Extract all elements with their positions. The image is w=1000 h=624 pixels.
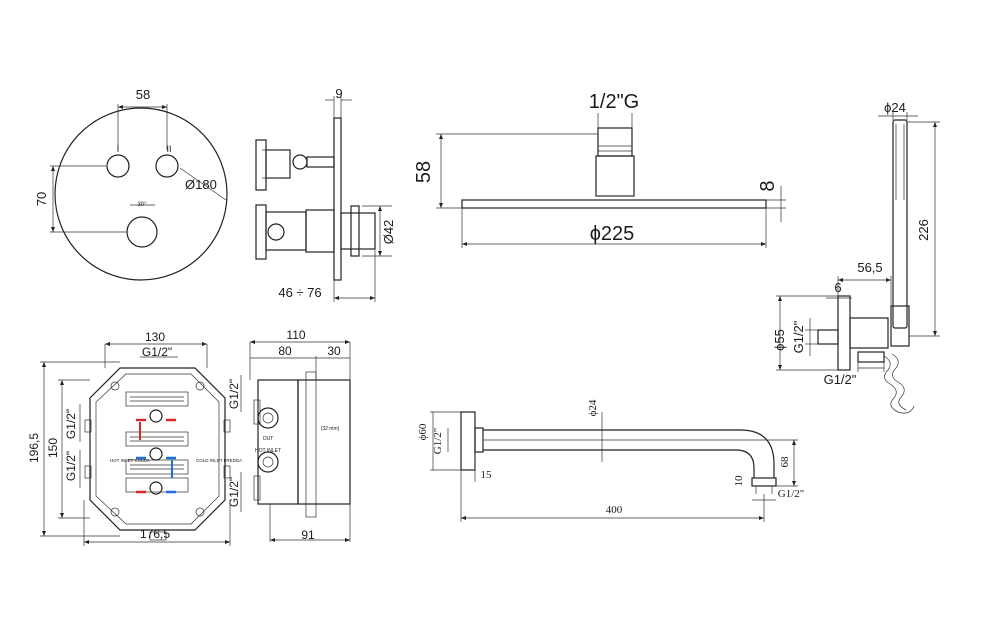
dim-10: 10 [733, 475, 745, 487]
dim-56-5: 56,5 [857, 260, 882, 275]
cold-inlet-label: COLD INLET FREDDA [196, 458, 242, 463]
out-label: OUT [263, 436, 274, 442]
box-front-view: HOT INLET CALDA COLD INLET FREDDA 130 G1… [27, 330, 242, 546]
valve-side-view: 9 Ø42 46 ÷ 76 [255, 86, 396, 302]
dim-15: 15 [481, 469, 493, 481]
dim-180: Ø180 [185, 177, 217, 192]
dim-91: 91 [301, 528, 315, 542]
dim-130: 130 [145, 330, 165, 344]
mark-ii: II [166, 144, 171, 154]
dim-70: 70 [34, 192, 49, 206]
dim-24-arm: ϕ24 [587, 399, 599, 416]
dim-60: ϕ60 [417, 423, 429, 440]
dim-226: 226 [916, 219, 931, 241]
dim-225: ϕ225 [590, 223, 635, 245]
g12-arm-right: G1/2" [778, 488, 805, 500]
g12-arm-left: G1/2" [432, 428, 444, 455]
g12-hand-hose: G1/2" [824, 372, 857, 387]
dim-6: 6 [834, 280, 841, 295]
box-side-view: OUT HOT INLET (32 mm) 110 80 30 91 [249, 328, 351, 542]
g12-left-1: G1/2" [64, 409, 78, 439]
dim-176-5: 176,5 [140, 527, 170, 541]
cover-plate-view: 58 I II 30° 70 Ø180 [34, 87, 228, 281]
shower-arm-view: ϕ24 ϕ60 G1/2" 15 400 10 68 G1/2" [417, 399, 804, 522]
dim-150: 150 [46, 438, 60, 458]
dim-8: 8 [757, 180, 779, 191]
g12-left-2: G1/2" [64, 451, 78, 481]
dim-58-head: 58 [413, 161, 435, 183]
g12-right-2: G1/2" [227, 477, 241, 507]
thread-label: 1/2"G [589, 91, 639, 113]
hot-inlet-side: HOT INLET [255, 448, 281, 454]
dim-80: 80 [278, 344, 292, 358]
dim-42: Ø42 [381, 220, 396, 245]
dim-24-hand: ϕ24 [884, 100, 906, 115]
hand-shower-view: ϕ24 226 56,5 6 ϕ55 G1/2" [772, 100, 940, 414]
hot-inlet-label: HOT INLET CALDA [110, 458, 150, 463]
dim-9: 9 [335, 86, 342, 101]
dim-110: 110 [286, 328, 305, 342]
g12-top: G1/2" [142, 345, 172, 359]
dim-196-5: 196,5 [27, 433, 41, 463]
dim-46-76: 46 ÷ 76 [278, 285, 321, 300]
g12-right-1: G1/2" [227, 379, 241, 409]
mark-i: I [117, 144, 120, 154]
g12-hand-wall: G1/2" [791, 320, 806, 353]
dim-30: 30 [327, 344, 341, 358]
dim-68: 68 [779, 456, 791, 468]
mm-note: (32 mm) [321, 426, 340, 432]
dim-58: 58 [136, 87, 150, 102]
dim-55: ϕ55 [772, 329, 787, 351]
shower-head-view: 1/2"G 58 8 ϕ225 [413, 91, 786, 248]
dim-400: 400 [606, 504, 623, 516]
